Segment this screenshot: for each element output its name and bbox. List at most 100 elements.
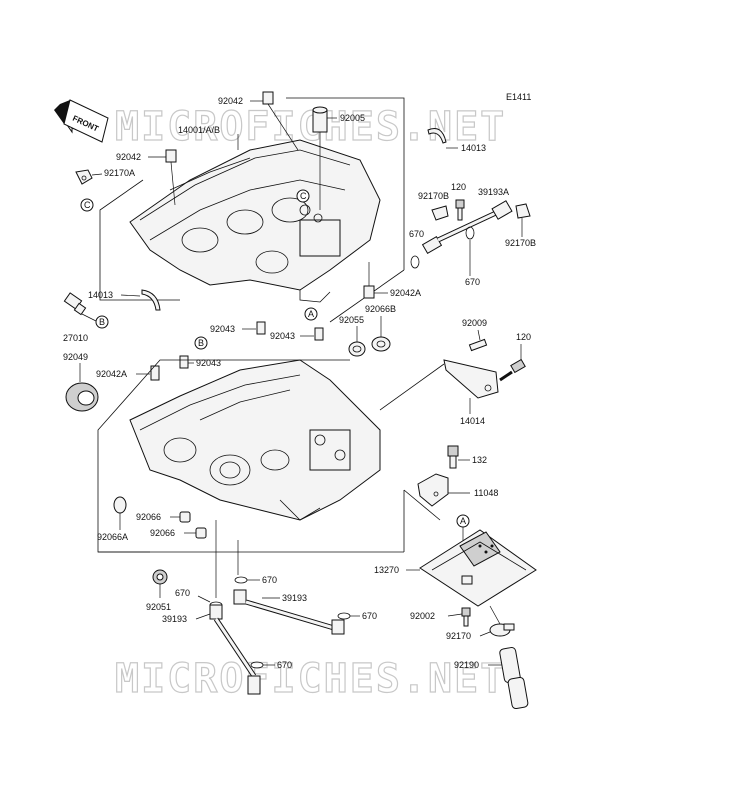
label-92042b: 92042 (116, 152, 141, 162)
callout-c-upper: C (296, 189, 310, 203)
label-92042A-b: 92042A (96, 369, 127, 379)
dowel-92042A-b (150, 365, 160, 381)
callout-a-upper: A (304, 307, 318, 321)
label-92066A: 92066A (97, 532, 128, 542)
watermark-bottom: MICROFICHES.NET (115, 656, 506, 702)
svg-text:A: A (308, 309, 314, 319)
bolt-120-a (455, 199, 465, 221)
callout-a-lower: A (456, 514, 470, 528)
dowel-92042-left (165, 149, 177, 163)
label-92002: 92002 (410, 611, 435, 621)
callout-c-left: C (80, 198, 94, 212)
bolt-92002: 92002 (410, 607, 471, 627)
label-92170B-b: 92170B (505, 238, 536, 248)
lower-right-diag (403, 489, 441, 521)
label-14013b: 14013 (88, 290, 113, 300)
seal-92049 (65, 382, 99, 412)
label-92049: 92049 (63, 352, 88, 362)
label-132: 132 (472, 455, 487, 465)
plug-92066-a (179, 511, 191, 523)
guide-14013-right (427, 128, 447, 144)
label-92055: 92055 (339, 315, 364, 325)
label-92043-c: 92043 (196, 358, 221, 368)
svg-text:C: C (300, 191, 307, 201)
label-92051: 92051 (146, 602, 171, 612)
bolt-132: 132 (447, 445, 487, 469)
oil-pipe-39193-a: 39193 (233, 589, 345, 635)
label-92066B: 92066B (365, 304, 396, 314)
dowel-92043-a (256, 321, 266, 335)
upper-crankcase (129, 139, 381, 303)
bolt-92009 (468, 329, 488, 352)
bracket-11048: 11048 (417, 473, 498, 507)
label-14014: 14014 (460, 416, 485, 426)
upper-frame-line (286, 97, 405, 270)
bolt-120-b (499, 344, 526, 382)
label-92190: 92190 (454, 660, 479, 670)
clamp-92170B-a (431, 205, 449, 221)
plate-14014: 14014 (443, 359, 499, 426)
svg-text:B: B (99, 317, 105, 327)
oring-670-b (465, 226, 475, 240)
callout-b-mid: B (194, 336, 208, 350)
label-92042: 92042 (218, 96, 243, 106)
clamp-92170B-b: 92170B (505, 203, 536, 248)
lower-crankcase (129, 359, 381, 521)
label-670c: 670 (262, 575, 277, 585)
label-670e: 670 (362, 611, 377, 621)
plug-92005: 92005 (312, 106, 365, 210)
plug-92066A: 92066A (97, 496, 128, 542)
label-92170B-a: 92170B (418, 191, 449, 201)
plug-92066B (371, 316, 391, 352)
svg-text:B: B (198, 338, 204, 348)
label-670f: 670 (277, 660, 292, 670)
oring-670-c (234, 576, 248, 584)
clamp-92170: 92170 (446, 623, 515, 641)
dowel-92043-b (314, 327, 324, 341)
label-92042A-a: 92042A (390, 288, 421, 298)
switch-27010 (63, 292, 99, 323)
label-92170A: 92170A (104, 168, 135, 178)
label-92043-a: 92043 (210, 324, 235, 334)
seal-92055 (348, 326, 366, 357)
label-27010: 27010 (63, 333, 88, 343)
svg-text:A: A (460, 516, 466, 526)
label-11048: 11048 (474, 488, 498, 498)
oring-670-a (410, 255, 420, 269)
label-39193-b: 39193 (282, 593, 307, 603)
dowel-92042A-a (363, 285, 375, 299)
label-13270: 13270 (374, 565, 399, 575)
dowel-92042-top (262, 91, 274, 105)
label-670b: 670 (465, 277, 480, 287)
label-39193-a: 39193 (162, 614, 187, 624)
label-92009: 92009 (462, 318, 487, 328)
label-14013a: 14013 (461, 143, 486, 153)
callout-b-left: B (95, 315, 109, 329)
label-120a: 120 (451, 182, 466, 192)
dowel-92043-c (179, 355, 189, 369)
diagram-code: E1411 (506, 92, 531, 102)
label-92066: 92066 (136, 512, 161, 522)
washer-92051: 92051 (146, 569, 171, 612)
guide-14013-left (141, 289, 161, 311)
label-120b: 120 (516, 332, 531, 342)
label-92066c: 92066 (150, 528, 175, 538)
label-92005: 92005 (340, 113, 365, 123)
label-14001: 14001/A/B (178, 125, 220, 135)
oring-670-e (337, 612, 351, 620)
svg-text:C: C (84, 200, 91, 210)
oil-pipe-39193A (421, 200, 513, 255)
label-670d: 670 (175, 588, 190, 598)
label-670a: 670 (409, 229, 424, 239)
front-arrow-icon: FRONT (54, 99, 109, 143)
clamp-92170A: 92170A (75, 168, 135, 185)
plug-92066-b (195, 527, 207, 539)
upper-left-frame (99, 179, 180, 301)
oil-screen-13270: 13270 (374, 529, 537, 607)
oil-pipe-39193-b: 39193 (162, 604, 261, 695)
plate-lead-line (379, 363, 445, 411)
label-92043-b: 92043 (270, 331, 295, 341)
label-92170: 92170 (446, 631, 471, 641)
